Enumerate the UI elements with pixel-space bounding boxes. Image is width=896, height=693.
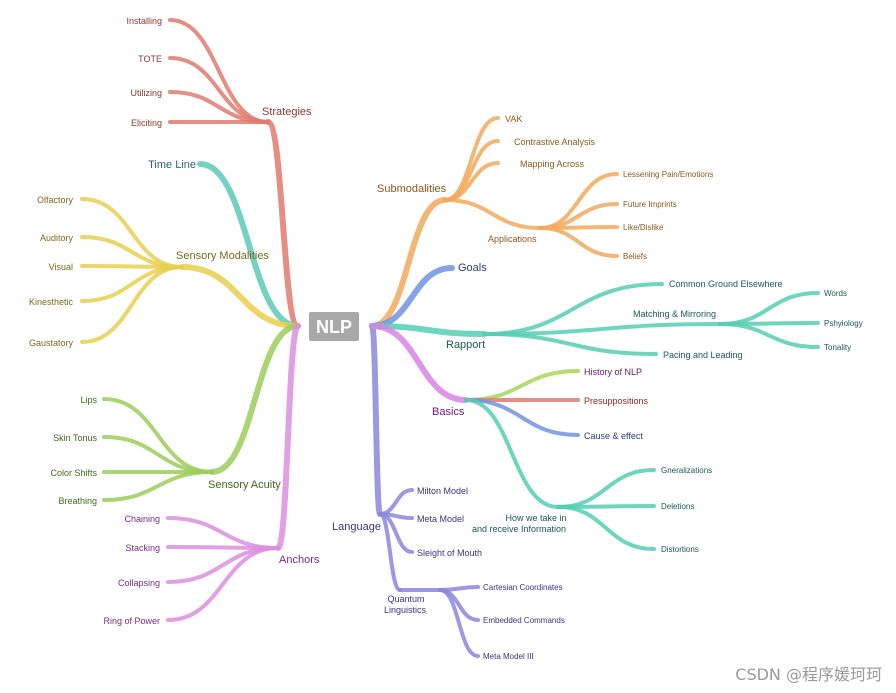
node-language[interactable]: Language bbox=[332, 521, 381, 533]
node-color-shifts[interactable]: Color Shifts bbox=[50, 468, 97, 478]
node-stacking[interactable]: Stacking bbox=[125, 543, 160, 553]
node-ring-of-power[interactable]: Ring of Power bbox=[103, 616, 160, 626]
strategies-link bbox=[265, 119, 301, 329]
node-basics[interactable]: Basics bbox=[432, 406, 465, 418]
anchors-child-link bbox=[166, 546, 280, 622]
node-like-dislike[interactable]: Like/Dislike bbox=[623, 223, 664, 232]
node-pshyiology[interactable]: Pshyiology bbox=[824, 319, 863, 328]
anchors-child-link bbox=[166, 516, 280, 550]
node-olfactory[interactable]: Olfactory bbox=[37, 195, 74, 205]
quantum-child-link bbox=[438, 588, 480, 658]
node-milton-model[interactable]: Milton Model bbox=[417, 486, 468, 496]
node-and-receive-information[interactable]: and receive Information bbox=[472, 524, 566, 534]
node-history-of-nlp[interactable]: History of NLP bbox=[584, 367, 642, 377]
language-link bbox=[369, 323, 383, 517]
node-presuppositions[interactable]: Presuppositions bbox=[584, 396, 649, 406]
node-mapping-across[interactable]: Mapping Across bbox=[520, 159, 585, 169]
sensory-child-link bbox=[80, 265, 184, 303]
timeline-link bbox=[197, 161, 301, 329]
matching-child-link bbox=[718, 291, 820, 326]
submodalities-child-link bbox=[443, 116, 500, 202]
node-collapsing[interactable]: Collapsing bbox=[118, 578, 160, 588]
matching-child-link bbox=[718, 322, 820, 349]
node-lessening-pain-emotions[interactable]: Lessening Pain/Emotions bbox=[623, 170, 713, 179]
node-auditory[interactable]: Auditory bbox=[40, 233, 74, 243]
root-label: NLP bbox=[316, 317, 352, 337]
node-beliefs[interactable]: Beliefs bbox=[623, 252, 647, 261]
node-matching-mirroring[interactable]: Matching & Mirroring bbox=[633, 309, 716, 319]
node-linguistics[interactable]: Linguistics bbox=[384, 605, 427, 615]
node-words[interactable]: Words bbox=[824, 289, 847, 298]
watermark: CSDN @程序媛珂珂 bbox=[735, 665, 882, 684]
node-meta-model[interactable]: Meta Model bbox=[417, 514, 464, 524]
node-embedded-commands[interactable]: Embedded Commands bbox=[483, 616, 565, 625]
node-gneralizations[interactable]: Gneralizations bbox=[661, 466, 712, 475]
node-eliciting[interactable]: Eliciting bbox=[131, 118, 162, 128]
node-tonality[interactable]: Tonality bbox=[824, 343, 851, 352]
acuity-child-link bbox=[102, 470, 214, 502]
sensory-child-link bbox=[80, 265, 184, 344]
submodalities-child-link bbox=[443, 139, 500, 202]
node-utilizing[interactable]: Utilizing bbox=[130, 88, 162, 98]
matching-link bbox=[482, 322, 722, 336]
node-sleight-of-mouth[interactable]: Sleight of Mouth bbox=[417, 548, 482, 558]
info-child-link bbox=[556, 505, 656, 551]
basics-child-link bbox=[464, 369, 580, 402]
node-cartesian-coordinates[interactable]: Cartesian Coordinates bbox=[483, 583, 563, 592]
node-sensory-modalities[interactable]: Sensory Modalities bbox=[176, 250, 269, 262]
node-distortions[interactable]: Distortions bbox=[661, 545, 699, 554]
node-breathing[interactable]: Breathing bbox=[58, 496, 97, 506]
applications-link bbox=[443, 198, 542, 230]
node-tote[interactable]: TOTE bbox=[138, 54, 162, 64]
applications-child-link bbox=[538, 172, 619, 230]
node-lips[interactable]: Lips bbox=[80, 395, 97, 405]
info-child-link bbox=[556, 468, 656, 509]
node-vak[interactable]: VAK bbox=[505, 114, 522, 124]
node-skin-tonus[interactable]: Skin Tonus bbox=[53, 433, 97, 443]
node-sensory-acuity[interactable]: Sensory Acuity bbox=[208, 479, 281, 491]
node-visual[interactable]: Visual bbox=[49, 262, 73, 272]
anchors-link bbox=[275, 323, 301, 551]
node-strategies[interactable]: Strategies bbox=[262, 106, 312, 118]
submodalities-link bbox=[369, 197, 448, 329]
node-rapport[interactable]: Rapport bbox=[446, 339, 485, 351]
quantum-link bbox=[378, 512, 402, 592]
node-applications[interactable]: Applications bbox=[488, 234, 537, 244]
basics-child-link bbox=[464, 398, 580, 437]
node-chaining[interactable]: Chaining bbox=[124, 514, 160, 524]
node-goals[interactable]: Goals bbox=[458, 262, 487, 274]
applications-child-link bbox=[538, 226, 619, 258]
node-meta-model-iii[interactable]: Meta Model III bbox=[483, 652, 534, 661]
node-gaustatory[interactable]: Gaustatory bbox=[29, 338, 74, 348]
info-link bbox=[464, 398, 560, 509]
sensory-link bbox=[179, 264, 301, 329]
anchors-child-link bbox=[166, 546, 280, 584]
basics-link bbox=[369, 323, 469, 403]
language-child-link bbox=[378, 488, 414, 516]
node-deletions[interactable]: Deletions bbox=[661, 502, 694, 511]
node-common-ground-elsewhere[interactable]: Common Ground Elsewhere bbox=[669, 279, 783, 289]
node-future-imprints[interactable]: Future Imprints bbox=[623, 200, 677, 209]
rapport-child-link bbox=[482, 332, 658, 356]
node-pacing-and-leading[interactable]: Pacing and Leading bbox=[663, 350, 743, 360]
acuity-child-link bbox=[102, 435, 214, 474]
node-submodalities[interactable]: Submodalities bbox=[377, 183, 447, 195]
sensory-child-link bbox=[80, 197, 184, 269]
node-contrastive-analysis[interactable]: Contrastive Analysis bbox=[514, 137, 596, 147]
node-how-we-take-in[interactable]: How we take in bbox=[505, 513, 566, 523]
node-anchors[interactable]: Anchors bbox=[279, 554, 320, 566]
acuity-child-link bbox=[102, 397, 214, 474]
acuity-link bbox=[209, 323, 301, 475]
node-installing[interactable]: Installing bbox=[126, 16, 162, 26]
root-node[interactable]: NLP bbox=[309, 312, 359, 341]
node-cause-effect[interactable]: Cause & effect bbox=[584, 431, 643, 441]
node-time-line[interactable]: Time Line bbox=[148, 159, 196, 171]
node-kinesthetic[interactable]: Kinesthetic bbox=[29, 297, 74, 307]
node-quantum[interactable]: Quantum bbox=[387, 594, 424, 604]
